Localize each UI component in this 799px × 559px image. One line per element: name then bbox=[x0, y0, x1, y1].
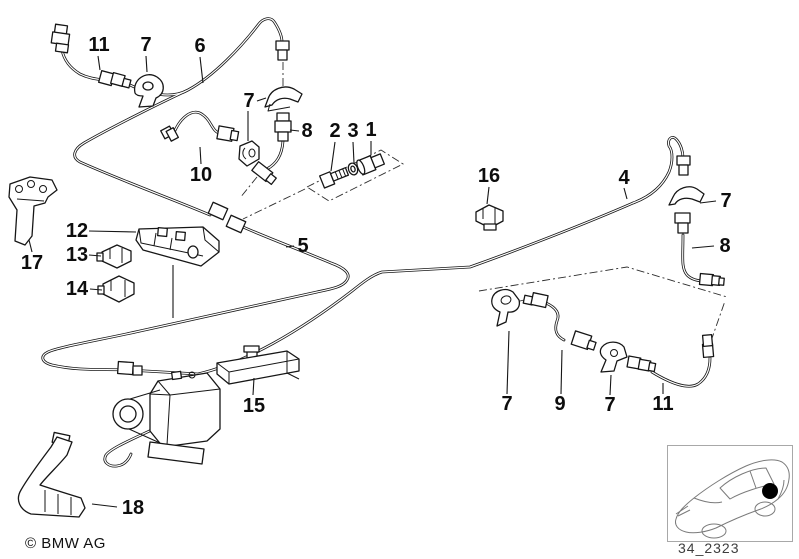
connector-1 bbox=[356, 153, 386, 176]
pipe-union-fittings bbox=[207, 201, 247, 234]
bracket-18 bbox=[17, 431, 86, 518]
bracket-7-rear-left bbox=[491, 288, 521, 327]
car-location-thumbnail bbox=[667, 445, 793, 542]
part-label-14-15[interactable]: 14 bbox=[65, 278, 89, 300]
copyright-text: © BMW AG bbox=[25, 535, 106, 552]
fittings bbox=[50, 23, 725, 376]
bolt-2 bbox=[318, 167, 350, 189]
part-label-7-19[interactable]: 7 bbox=[501, 393, 513, 415]
part-label-5-17[interactable]: 5 bbox=[297, 235, 309, 257]
hose-8-right-fittings bbox=[674, 212, 725, 287]
pump-outlet-fittings bbox=[116, 360, 143, 376]
part-label-6-2[interactable]: 6 bbox=[194, 35, 206, 57]
part-label-3-6[interactable]: 3 bbox=[347, 120, 359, 142]
clip-14 bbox=[97, 275, 135, 303]
part-label-13-14[interactable]: 13 bbox=[65, 244, 89, 266]
part-label-9-20[interactable]: 9 bbox=[554, 393, 566, 415]
part-label-11-22[interactable]: 11 bbox=[652, 393, 674, 415]
clamp-7-front-left bbox=[133, 74, 164, 108]
washer-3 bbox=[347, 162, 359, 176]
part-label-8-12[interactable]: 8 bbox=[719, 235, 731, 257]
hose-11-rear-fittings bbox=[626, 334, 715, 373]
bracket-17 bbox=[8, 176, 58, 246]
part-label-15-18[interactable]: 15 bbox=[242, 395, 266, 417]
phantom-lines bbox=[239, 62, 728, 342]
clip-16 bbox=[475, 204, 504, 231]
part-label-2-5[interactable]: 2 bbox=[329, 120, 341, 142]
part-label-18-23[interactable]: 18 bbox=[121, 497, 145, 519]
pipe-9-fittings bbox=[522, 292, 597, 351]
part-label-7-11[interactable]: 7 bbox=[720, 190, 732, 212]
brackets-and-clips bbox=[8, 74, 705, 518]
part-label-11-0[interactable]: 11 bbox=[88, 34, 110, 56]
part-label-8-4[interactable]: 8 bbox=[301, 120, 313, 142]
part-label-4-10[interactable]: 4 bbox=[618, 167, 630, 189]
part-label-16-9[interactable]: 16 bbox=[477, 165, 501, 187]
grommet-7 bbox=[238, 140, 260, 167]
car-rear-location-icon bbox=[675, 459, 790, 539]
clamp-7-rear bbox=[599, 341, 628, 373]
part-label-17-16[interactable]: 17 bbox=[20, 252, 44, 274]
holder-12 bbox=[135, 226, 220, 267]
hose-8-left bbox=[265, 139, 285, 171]
part-label-1-7[interactable]: 1 bbox=[365, 119, 377, 141]
rear-axle-highlight-dot bbox=[762, 483, 778, 499]
clamp-7-middle bbox=[264, 86, 303, 112]
part-label-7-21[interactable]: 7 bbox=[604, 394, 616, 416]
pipe-10 bbox=[171, 110, 223, 137]
part-label-7-1[interactable]: 7 bbox=[140, 34, 152, 56]
pipe-4-end-fitting bbox=[676, 155, 691, 176]
pipe-10-fittings bbox=[160, 125, 240, 142]
leader-lines bbox=[28, 55, 717, 508]
part-label-7-3[interactable]: 7 bbox=[243, 90, 255, 112]
pipe-6-return bbox=[73, 89, 212, 217]
clamp-7-right bbox=[668, 186, 705, 206]
pipe-6-end-fitting bbox=[275, 40, 290, 61]
hose-8-left-fittings bbox=[251, 112, 292, 186]
part-label-12-13[interactable]: 12 bbox=[65, 220, 89, 242]
part-label-10-8[interactable]: 10 bbox=[189, 164, 213, 186]
abs-hydro-unit bbox=[112, 370, 221, 465]
clip-13 bbox=[96, 244, 132, 269]
hose-11-front-fittings bbox=[50, 23, 132, 89]
bracket-15 bbox=[216, 345, 300, 385]
diagram-code: 34_2323 bbox=[678, 540, 740, 556]
